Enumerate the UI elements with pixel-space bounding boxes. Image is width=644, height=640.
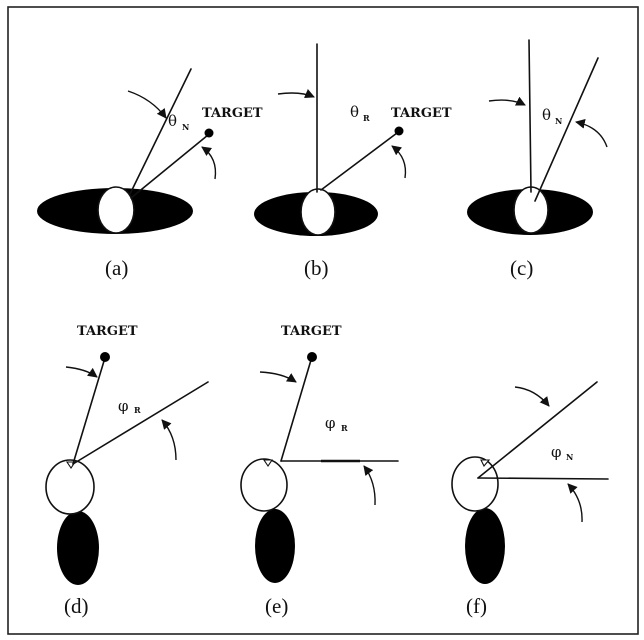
target-label-e: TARGET bbox=[281, 324, 342, 339]
angle-symbol-e: φ bbox=[325, 414, 336, 432]
panel-f: φ N (f) bbox=[451, 381, 609, 618]
panel-b: TARGET θ R (b) bbox=[254, 43, 452, 280]
body-shadow-d bbox=[57, 511, 99, 585]
nose-f bbox=[480, 459, 491, 467]
angle-subscript-a: N bbox=[182, 122, 189, 132]
angle-arrow-lower-c bbox=[575, 119, 608, 148]
angle-arrow-lower-a bbox=[201, 146, 217, 180]
angle-subscript-f: N bbox=[566, 452, 573, 462]
panel-c: θ N (c) bbox=[467, 39, 608, 280]
angle-symbol-d: φ bbox=[118, 397, 129, 415]
target-line-a bbox=[130, 134, 209, 199]
angle-subscript-b: R bbox=[363, 113, 370, 123]
reference-line-f bbox=[477, 477, 609, 480]
angle-arrow-upper-f bbox=[514, 386, 550, 407]
target-line-e bbox=[280, 359, 312, 462]
angle-subscript-d: R bbox=[134, 405, 141, 415]
reference-line-d bbox=[72, 381, 209, 465]
caption-e: (e) bbox=[265, 594, 288, 618]
caption-b: (b) bbox=[304, 256, 329, 280]
gaze-line-c bbox=[534, 57, 599, 202]
angle-arrow-lower-f bbox=[567, 483, 583, 523]
angle-arrow-lower-d bbox=[161, 419, 177, 461]
panel-d: TARGET φ R (d) bbox=[45, 324, 209, 618]
angle-subscript-e: R bbox=[341, 423, 348, 433]
angle-symbol-f: φ bbox=[551, 443, 562, 461]
figure-frame bbox=[7, 6, 639, 635]
angle-arrow-lower-b bbox=[391, 145, 407, 179]
head-f bbox=[451, 456, 499, 512]
panel-e: TARGET φ R (e) bbox=[240, 324, 399, 618]
angle-arrow-upper-d bbox=[65, 366, 98, 378]
caption-f: (f) bbox=[466, 594, 487, 618]
body-shadow-e bbox=[255, 509, 295, 583]
reference-line-a bbox=[129, 68, 192, 195]
target-dot-b bbox=[394, 126, 404, 136]
angle-symbol-a: θ bbox=[168, 112, 177, 130]
head-e bbox=[240, 458, 288, 512]
panel-a: TARGET θ N (a) bbox=[37, 68, 263, 280]
caption-d: (d) bbox=[64, 594, 89, 618]
angle-arrow-upper-a bbox=[127, 90, 167, 119]
caption-a: (a) bbox=[105, 256, 128, 280]
nose-e bbox=[262, 459, 274, 467]
head-b bbox=[300, 188, 336, 236]
head-d bbox=[45, 459, 95, 515]
body-shadow-f bbox=[465, 508, 505, 584]
reference-line-c bbox=[528, 39, 532, 193]
angle-subscript-c: N bbox=[555, 116, 562, 126]
angle-arrow-upper-e bbox=[259, 371, 297, 383]
target-dot-a bbox=[204, 128, 214, 138]
target-line-b bbox=[320, 132, 398, 191]
head-a bbox=[97, 186, 135, 234]
angle-arrow-lower-e bbox=[363, 465, 376, 506]
angle-symbol-b: θ bbox=[350, 103, 359, 121]
target-label-a: TARGET bbox=[202, 106, 263, 121]
caption-c: (c) bbox=[510, 256, 533, 280]
target-label-b: TARGET bbox=[391, 106, 452, 121]
target-label-d: TARGET bbox=[77, 324, 138, 339]
angle-arrow-upper-c bbox=[488, 96, 526, 106]
angle-arrow-upper-b bbox=[277, 89, 315, 99]
head-c bbox=[513, 186, 549, 234]
target-dot-e bbox=[307, 352, 317, 362]
target-dot-d bbox=[100, 352, 110, 362]
gaze-line-f bbox=[477, 381, 598, 479]
angle-symbol-c: θ bbox=[542, 106, 551, 124]
target-line-d bbox=[72, 360, 105, 465]
